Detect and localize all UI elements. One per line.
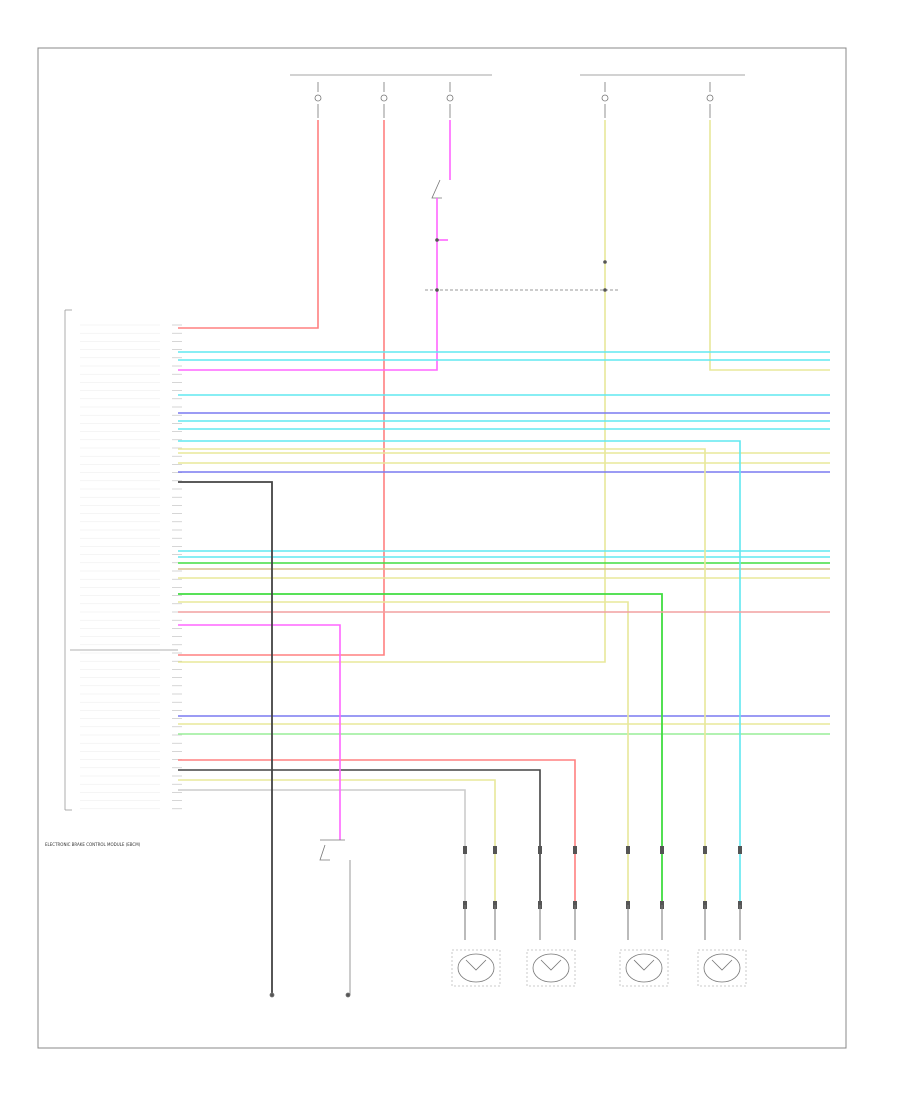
- splice-point: [435, 288, 439, 292]
- wire-rr-low: [178, 789, 466, 905]
- sensor-right-front: [619, 949, 669, 987]
- connector-terminal: [463, 846, 467, 854]
- wire-lf-low: [178, 448, 706, 905]
- wire-batt-feed: [178, 120, 319, 329]
- wire-rf-low: [178, 601, 629, 905]
- wire-right-feed: [709, 120, 830, 371]
- splice-point: [435, 238, 439, 242]
- module-bracket: [64, 309, 178, 811]
- wire-rf-high: [178, 593, 663, 905]
- sensor-left-rear: [526, 949, 576, 987]
- connector-terminal: [538, 846, 542, 854]
- wheel-speed-sensors: [451, 949, 747, 987]
- connector-terminal: [626, 846, 630, 854]
- wire-lr-high: [178, 759, 576, 905]
- diagram-border: [37, 47, 847, 1049]
- sensor-left-front: [697, 949, 747, 987]
- fuses: [314, 82, 714, 118]
- connector-terminal: [738, 846, 742, 854]
- connector-terminal: [703, 846, 707, 854]
- connector-terminal: [493, 846, 497, 854]
- wire-rr-high: [178, 779, 496, 905]
- connector-terminal: [660, 846, 664, 854]
- wires: [178, 120, 830, 995]
- splice-point: [603, 260, 607, 264]
- lateral-accelerometer: [269, 839, 351, 998]
- brake-switch: [425, 179, 620, 291]
- splice-point: [603, 288, 607, 292]
- wire-ground: [178, 481, 273, 995]
- wire-accel: [178, 624, 341, 840]
- connector-terminal: [573, 846, 577, 854]
- wire-lr-low: [178, 769, 541, 905]
- pin-column: [80, 324, 182, 810]
- wire-brake-switch: [178, 198, 438, 371]
- wire-ignition-feed: [178, 120, 385, 656]
- module-caption: ELECTRONIC BRAKE CONTROL MODULE (EBCM): [45, 842, 141, 847]
- sensor-right-rear: [451, 949, 501, 987]
- wire-run-feed: [178, 120, 606, 663]
- wire-lf-high: [178, 440, 741, 905]
